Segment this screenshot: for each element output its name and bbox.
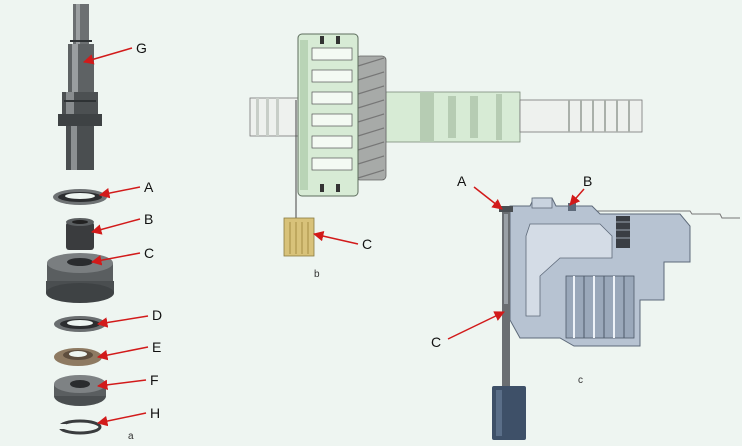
output-shaft [58,4,102,170]
figure-a-caption: a [128,431,134,441]
callout-c-label: C [431,334,441,350]
callout-d: D [96,307,162,328]
callout-d-label: D [152,307,162,323]
part-d-thrust-washer [54,316,106,332]
part-a-thrust-bearing [53,189,107,205]
part-f-synchro-hub [54,375,106,406]
callout-b: B [90,211,153,235]
part-b-needle-bearing [66,218,94,250]
callout-h-label: H [150,405,160,421]
figure-b-caption: b [314,269,320,280]
part-e-cone-ring [54,348,102,366]
callout-a-label: A [144,179,154,195]
dial-indicator [492,206,526,440]
callout-g-label: G [136,40,147,56]
input-shaft [249,91,643,143]
helical-gear [355,55,387,181]
callout-c-fig-a: C [90,245,154,266]
figure-c-cross-section: A B C c [431,173,740,440]
callout-c-label: C [362,236,372,252]
callout-f: F [96,372,159,391]
figure-c-caption: c [578,375,583,386]
callout-g: G [82,40,147,65]
figure-b-shaft-assembly: C b [249,33,643,280]
housing-section [500,197,740,347]
callout-c-fig-c: C [431,311,505,350]
callout-a-label: A [457,173,467,189]
clutch-drum [297,33,359,197]
figure-a-exploded-view: G A B C D E F H a [46,4,162,442]
feeler-gauge-b [283,100,315,257]
callout-b-fig-c: B [569,173,592,206]
callout-f-label: F [150,372,159,388]
callout-e-label: E [152,339,161,355]
part-h-snap-ring [58,419,102,435]
callout-c-fig-b: C [312,230,372,252]
callout-b-label: B [583,173,592,189]
callout-a: A [98,179,154,199]
callout-c-label: C [144,245,154,261]
callout-h: H [96,405,160,427]
part-c-gear [46,253,114,303]
callout-b-label: B [144,211,153,227]
callout-a-fig-c: A [457,173,503,210]
callout-e: E [96,339,161,361]
